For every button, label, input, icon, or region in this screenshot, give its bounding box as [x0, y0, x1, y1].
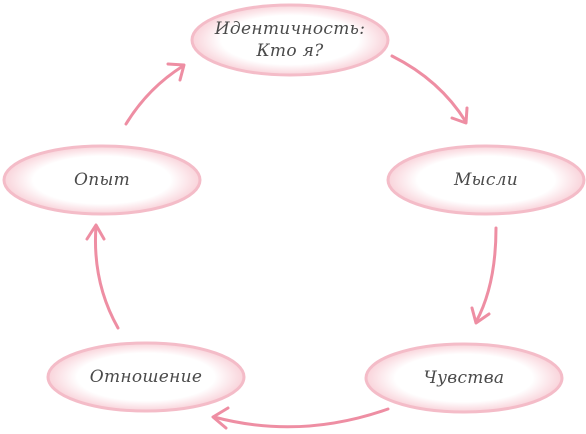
- node-attitude-label: Отношение: [89, 367, 203, 387]
- node-feelings-label: Чувства: [423, 368, 505, 388]
- node-feelings: Чувства: [364, 343, 564, 413]
- arrow-thoughts-to-feelings: [474, 226, 498, 324]
- node-experience-label: Опыт: [73, 170, 131, 190]
- node-thoughts-shape: [386, 144, 586, 216]
- node-experience-shape: [2, 144, 202, 216]
- node-attitude: Отношение: [46, 342, 246, 412]
- node-thoughts: Мысли: [386, 145, 586, 215]
- arrowhead-thoughts-to-feelings: [470, 306, 491, 325]
- node-identity-label: Идентичность: Кто я?: [214, 19, 366, 61]
- node-identity-shape: [190, 3, 390, 77]
- arrowhead-feelings-to-attitude: [211, 406, 230, 430]
- arrow-feelings-to-attitude: [212, 407, 390, 429]
- arrowhead-attitude-to-experience: [85, 223, 106, 241]
- node-thoughts-label: Мысли: [453, 170, 519, 190]
- arrowhead-identity-to-thoughts: [450, 106, 469, 125]
- arrow-identity-to-thoughts: [390, 54, 468, 124]
- node-experience: Опыт: [2, 145, 202, 215]
- node-attitude-shape: [46, 341, 246, 413]
- arrow-attitude-to-experience: [94, 224, 120, 330]
- node-identity: Идентичность: Кто я?: [190, 4, 390, 76]
- arrow-experience-to-identity: [124, 64, 185, 126]
- node-feelings-shape: [364, 342, 564, 414]
- arrowhead-experience-to-identity: [166, 62, 186, 82]
